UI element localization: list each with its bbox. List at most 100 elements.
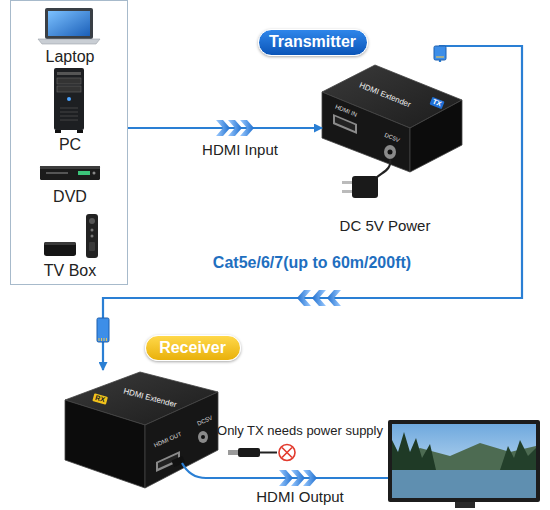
- edge-label: Cat5e/6/7(up to 60m/200ft): [213, 254, 411, 272]
- hdmi-input-line: [128, 127, 322, 129]
- receiver-badge: Receiver: [145, 335, 241, 361]
- transmitter-unit: HDMI ExtenderTX HDMI IN DC5V: [322, 62, 462, 172]
- direction-chevrons: [291, 470, 305, 486]
- edge-label: HDMI Input: [202, 141, 278, 158]
- pc-tower-icon: [67, 97, 71, 101]
- crossed-power-plug: [279, 445, 295, 461]
- transmitter-device: [322, 65, 462, 172]
- badge-title: Transmitter: [269, 33, 356, 51]
- pc-tower-icon: [54, 68, 84, 133]
- direction-chevrons: [297, 290, 311, 306]
- tv-monitor: [392, 432, 436, 470]
- laptop-icon: [38, 8, 100, 44]
- tv-monitor: [392, 424, 536, 498]
- pc-tower-icon: [60, 108, 78, 120]
- dvd-player-icon: [46, 172, 68, 174]
- pc-tower-icon: [77, 130, 83, 133]
- dvd-player-icon: [93, 172, 96, 175]
- direction-chevrons: [327, 290, 341, 306]
- direction-chevrons: [279, 470, 293, 486]
- tv-monitor: [388, 420, 540, 508]
- power-adapter: [342, 190, 352, 193]
- tv-box-icon: [89, 218, 95, 224]
- port-label: DC5V: [196, 415, 213, 428]
- tv-box-icon: [86, 214, 98, 258]
- port-label: HDMI OUT: [153, 431, 183, 449]
- pc-tower-icon: [54, 68, 84, 130]
- device-print: HDMI Extender: [358, 80, 412, 109]
- note-label: Only TX needs power supply: [217, 424, 383, 439]
- tv-box-icon: [91, 235, 94, 238]
- dvd-player-icon: [40, 166, 100, 180]
- hdmi-output-cable: [171, 456, 185, 467]
- hdmi-output-cable: [182, 463, 388, 478]
- rj45-plug: [97, 46, 446, 342]
- device-print: HDMI Extender: [122, 386, 177, 409]
- power-adapter: [376, 159, 390, 178]
- port-label: DC5V: [383, 132, 400, 144]
- receiver-unit: HDMI Extender RX HDMI OUT DC5V: [62, 370, 220, 490]
- dvd-player-icon: [78, 171, 90, 175]
- receiver-device: [65, 372, 218, 488]
- tv-box-icon: [44, 242, 76, 245]
- power-adapter: [342, 181, 352, 184]
- transmitter-device: [335, 117, 355, 132]
- receiver-device: [145, 392, 218, 488]
- device-sticker: TX: [429, 97, 444, 109]
- crossed-power-plug: [228, 445, 295, 461]
- pc-tower-icon: [57, 86, 81, 92]
- receiver-device: [158, 454, 178, 469]
- tv-box-icon: [91, 229, 94, 232]
- receiver-device: [65, 400, 145, 488]
- transmitter-device: [322, 65, 462, 128]
- tv-monitor: [388, 420, 540, 502]
- pc-tower-icon: [57, 78, 81, 84]
- device-label: TV Box: [44, 262, 96, 280]
- direction-chevrons: [312, 290, 326, 306]
- laptop-icon: [48, 11, 90, 36]
- receiver-device: [156, 451, 180, 472]
- tv-monitor: [392, 443, 536, 470]
- crossed-power-plug: [282, 448, 292, 458]
- hdmi-output-cable: [171, 456, 388, 478]
- transmitter-badge: Transmitter: [258, 29, 368, 56]
- pc-tower-icon: [55, 130, 61, 133]
- badge-title: Receiver: [159, 338, 226, 356]
- note-label: HDMI Output: [256, 488, 344, 505]
- source-device-box: LaptopPC DVD TV Box: [10, 0, 128, 285]
- receiver-device: [65, 372, 218, 425]
- power-adapter: [352, 176, 378, 198]
- port-label: HDMI IN: [334, 103, 358, 118]
- pc-tower-icon: [57, 72, 81, 75]
- note-label: DC 5V Power: [340, 217, 431, 234]
- direction-chevrons: [228, 120, 242, 136]
- direction-chevrons: [240, 120, 254, 136]
- rj45-plug: [97, 318, 109, 342]
- crossed-power-plug: [260, 452, 277, 454]
- power-adapter: [342, 159, 390, 198]
- rj45-plug: [434, 46, 446, 60]
- device-sticker: RX: [92, 393, 107, 404]
- direction-chevrons: [303, 470, 317, 486]
- rj45-plug: [436, 56, 444, 57]
- dvd-player-icon: [40, 166, 100, 169]
- tv-box-icon: [44, 242, 76, 256]
- receiver-device: [198, 431, 208, 443]
- transmitter-device: [388, 150, 393, 155]
- device-label: DVD: [53, 188, 87, 206]
- device-label: Laptop: [46, 48, 95, 66]
- crossed-power-plug: [228, 450, 238, 455]
- tv-monitor: [500, 440, 536, 470]
- dvd-player-icon: [40, 166, 100, 180]
- receiver-device: [201, 435, 205, 439]
- transmitter-device: [410, 100, 462, 172]
- transmitter-device: [384, 145, 396, 159]
- device-label: PC: [59, 136, 81, 154]
- rj45-plug: [99, 338, 107, 341]
- tv-box-icon: [89, 242, 95, 251]
- crossed-power-plug: [238, 448, 260, 457]
- network-cable-line: [103, 46, 522, 370]
- tv-monitor: [455, 502, 475, 508]
